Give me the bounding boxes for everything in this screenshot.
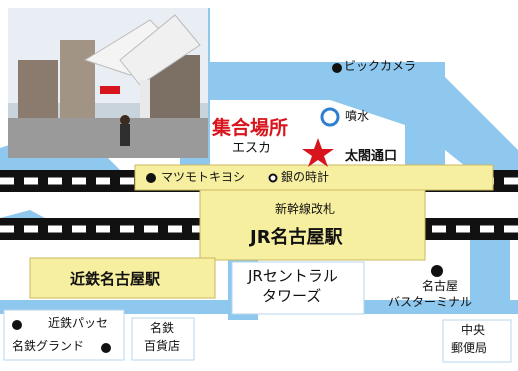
- central-towers-label-1: JRセントラル: [248, 267, 338, 285]
- shinkansen-gate-label: 新幹線改札: [275, 202, 336, 216]
- kintetsu-passe-dot: [12, 320, 22, 330]
- plaza-photo: [8, 8, 208, 158]
- esca-label: エスカ: [232, 141, 272, 156]
- silver-clock-label: 銀の時計: [281, 170, 330, 184]
- taiko-exit-label: 太閤通口: [345, 149, 398, 164]
- central-towers-label-2: タワーズ: [262, 287, 322, 305]
- meitetsu-grand-label: 名鉄グランド: [12, 339, 85, 353]
- jr-station-label: JR名古屋駅: [250, 227, 343, 248]
- central-towers-building: [231, 261, 365, 315]
- bus-terminal-label-1: 名古屋: [422, 279, 459, 293]
- kintetsu-station-label: 近鉄名古屋駅: [70, 270, 161, 288]
- fountain-marker: [320, 107, 340, 127]
- poi-dots: [12, 63, 443, 353]
- post-office-building: [442, 319, 512, 363]
- kintetsu-block: [29, 257, 216, 299]
- station-blocks: [29, 164, 494, 299]
- meitetsu-dept-label-2: 百貨店: [144, 339, 181, 353]
- post-office-label-1: 中央: [461, 323, 486, 337]
- bic-camera-dot: [332, 63, 342, 73]
- road-right-lower: [470, 230, 510, 310]
- meeting-point-star: [302, 138, 334, 167]
- matsumoto-kiyoshi-dot: [146, 173, 156, 183]
- meitetsu-grand-dot: [101, 343, 111, 353]
- jr-station-block: [199, 189, 426, 261]
- matsumoto-kiyoshi-label: マツモトキヨシ: [161, 170, 246, 184]
- bus-terminal-label-2: バスターミナル: [388, 295, 473, 309]
- meitetsu-dept-label-1: 名鉄: [150, 321, 175, 335]
- kintetsu-passe-label: 近鉄パッセ: [48, 316, 109, 330]
- bic-camera-label: ビックカメラ: [344, 59, 417, 73]
- road-right-vertical: [405, 62, 445, 182]
- meitetsu-dept-building: [131, 317, 195, 361]
- silver-clock-marker: [268, 173, 278, 183]
- post-office-label-2: 郵便局: [451, 341, 488, 355]
- meeting-point-title: 集合場所: [212, 117, 289, 139]
- fountain-label: 噴水: [345, 109, 370, 123]
- bus-terminal-dot: [431, 265, 443, 277]
